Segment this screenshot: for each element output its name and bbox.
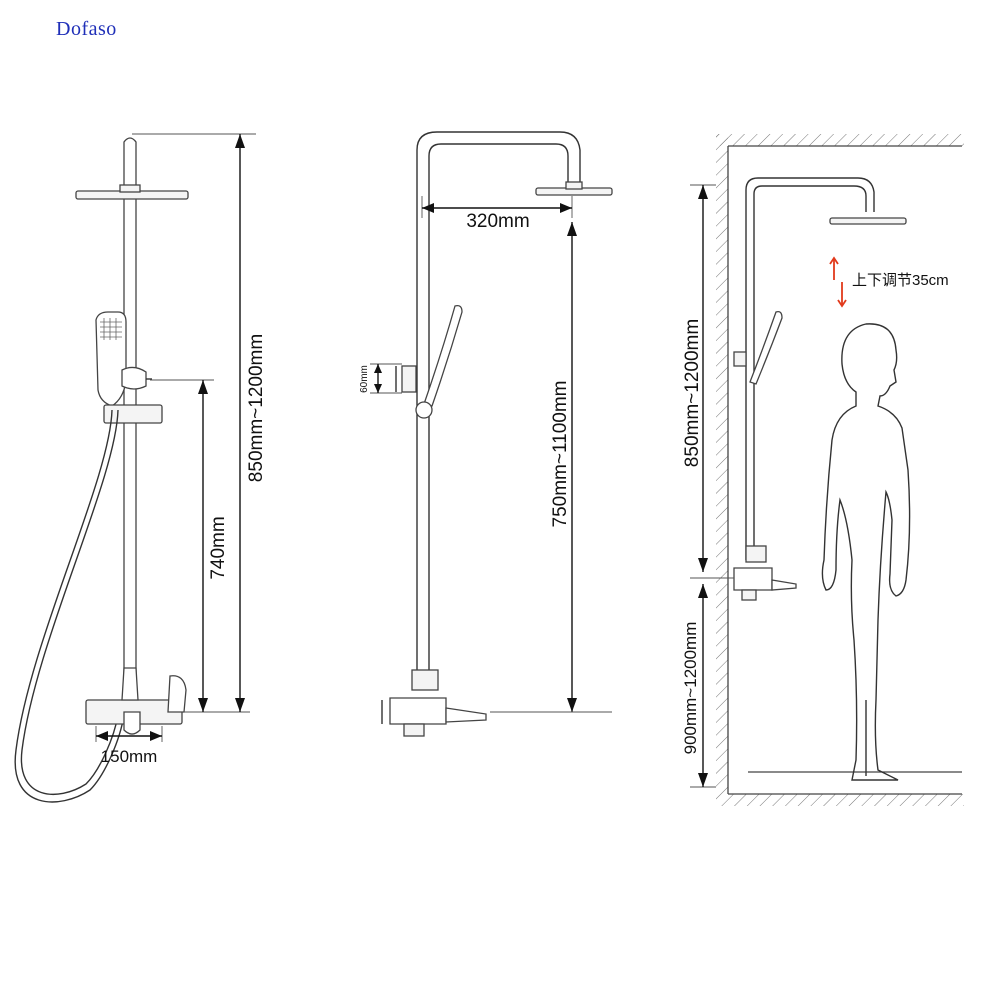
side-mixer-top: [411, 669, 439, 691]
label-mixer-height: 740mm: [208, 516, 229, 579]
mixer-handle: [167, 675, 187, 713]
wall-connector: [401, 365, 417, 393]
tub-spout: [123, 711, 141, 735]
label-connector-offset: 60mm: [359, 365, 370, 393]
side-slide-holder: [415, 401, 433, 419]
slide-holder: [103, 404, 163, 424]
label-head-range: 850mm~1200mm: [682, 319, 703, 467]
installation-view: [716, 134, 964, 806]
side-view-dimensions: [370, 196, 612, 713]
label-arm-reach: 320mm: [466, 211, 529, 232]
installed-hand-shower: [749, 310, 783, 385]
shower-hose: [14, 409, 125, 803]
label-total-height-left: 850mm~1200mm: [246, 334, 267, 482]
hand-shower: [95, 311, 127, 407]
label-bar-height: 750mm~1100mm: [550, 381, 571, 528]
label-mount-height: 900mm~1200mm: [681, 622, 700, 755]
side-hand-shower: [423, 304, 463, 407]
side-spout: [445, 707, 487, 723]
side-mixer-bottom: [403, 723, 425, 737]
label-spout-width: 150mm: [101, 747, 158, 766]
label-adjust-note: 上下调节35cm: [852, 272, 949, 289]
installation-dimensions: [690, 184, 734, 788]
installed-rain-head: [829, 217, 907, 225]
brand-logo-text: Dofaso: [56, 18, 117, 40]
side-mixer-body: [389, 697, 447, 725]
riser-bar: [123, 137, 137, 711]
person-silhouette: [821, 323, 911, 781]
installed-mixer: [733, 567, 773, 591]
side-view-shower-set: [381, 131, 613, 737]
mixer-connector: [121, 667, 139, 701]
diverter-knob: [121, 366, 147, 390]
front-view-dimensions: [95, 133, 256, 742]
rain-head-connector: [119, 184, 141, 193]
side-head-connector: [565, 181, 583, 190]
front-view-shower-set: [14, 137, 189, 803]
